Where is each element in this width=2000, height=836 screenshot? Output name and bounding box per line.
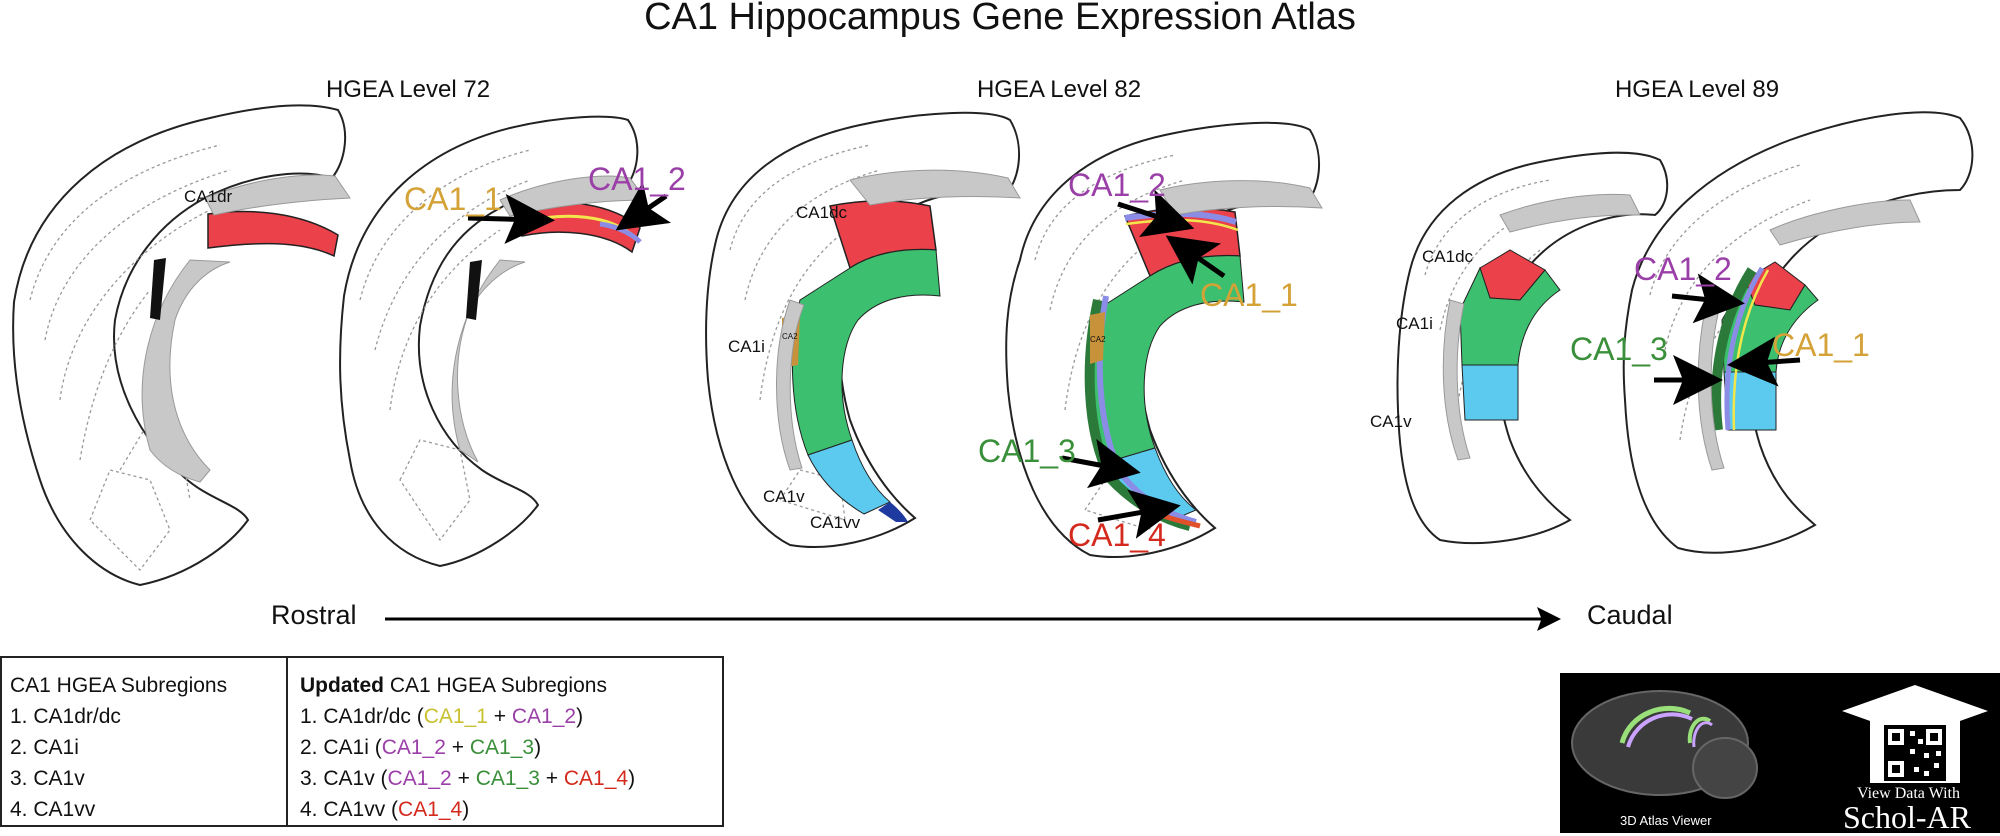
schol-ar-panel[interactable]: 3D Atlas Viewer View Data With Schol-AR [1560,673,2000,835]
legend-updated-heading-rest: CA1 HGEA Subregions [384,674,607,697]
legend-subfield-part: CA1_2 [511,705,577,728]
legend-subfield-part: CA1_1 [423,705,488,728]
label-ca1v-82: CA1v [763,487,805,506]
label-ca2-82-left: CA2 [782,332,798,341]
label-ca1v-89: CA1v [1370,412,1412,431]
legend-updated-item: 1. CA1dr/dc (CA1_1 + CA1_2) [300,705,584,728]
label-ca1dc-82: CA1dc [796,203,848,222]
legend-updated-heading: Updated CA1 HGEA Subregions [300,670,714,701]
level-89-label: HGEA Level 89 [1614,76,1780,103]
legend-subfield-part: CA1_3 [475,767,540,790]
label-ca1i-89: CA1i [1396,314,1433,333]
legend-updated-bold: Updated [300,674,384,697]
rostral-label: Rostral [271,600,357,630]
label-ca1-2-82: CA1_2 [1068,167,1166,203]
label-ca1vv-82: CA1vv [810,513,861,532]
ca1i-region [791,249,941,456]
viewer-label: 3D Atlas Viewer [1620,813,1712,828]
label-ca1-3-82: CA1_3 [978,433,1076,469]
label-ca1-3-89: CA1_3 [1570,331,1668,367]
label-ca1-4-82: CA1_4 [1068,517,1166,553]
ca1v-89 [1461,364,1519,421]
ca1-89-cyan [1723,371,1777,431]
ca1vv-region [878,502,908,522]
caudal-label: Caudal [1587,600,1673,630]
legend-old-column: CA1 HGEA Subregions 1. CA1dr/dc 2. CA1i … [2,658,288,825]
page-title: CA1 Hippocampus Gene Expression Atlas [644,0,1356,38]
ca1dr-region [207,210,339,258]
qr-graduation-cap-icon [1842,685,1988,783]
legend-updated-item: 2. CA1i (CA1_2 + CA1_3) [300,736,542,759]
ca1v-region [807,439,891,515]
label-ca1-2-89: CA1_2 [1634,251,1732,287]
section-72-left-internals [29,144,231,571]
section-72-right [339,115,639,568]
legend-subfield-part: CA1_2 [387,767,452,790]
legend-old-item: 3. CA1v [10,767,85,790]
label-ca1-1-82: CA1_1 [1200,277,1298,313]
subregion-legend-table: CA1 HGEA Subregions 1. CA1dr/dc 2. CA1i … [0,656,724,827]
gray-top-band [204,174,351,216]
level-72-label: HGEA Level 72 [325,76,491,103]
section-72-left [12,104,347,587]
legend-subfield-part: CA1_2 [381,736,446,759]
schol-ar-brand: Schol-AR [1843,799,1971,835]
label-ca1-1-72: CA1_1 [404,181,502,217]
label-ca1i-82: CA1i [728,337,765,356]
label-ca1dc-89: CA1dc [1422,247,1474,266]
label-ca2-82-right: CA2 [1090,335,1106,344]
legend-updated-column: Updated CA1 HGEA Subregions 1. CA1dr/dc … [288,658,722,825]
legend-subfield-part: CA1_4 [398,798,463,821]
brain-3d-thumbnail [1571,690,1758,799]
legend-updated-items: 1. CA1dr/dc (CA1_1 + CA1_2) 2. CA1i (CA1_… [300,701,714,825]
legend-old-item: 4. CA1vv [10,798,96,821]
legend-updated-item: 3. CA1v (CA1_2 + CA1_3 + CA1_4) [300,767,636,790]
label-ca1-1-89: CA1_1 [1772,327,1870,363]
label-ca1-2-72: CA1_2 [588,161,686,197]
gray-hippocampal-band [141,259,231,483]
legend-subfield-part: CA1_4 [563,767,629,790]
ca1i-89 [1459,266,1561,366]
label-ca1dr: CA1dr [184,187,233,206]
legend-subfield-part: CA1_3 [469,736,535,759]
black-ventricle [150,258,166,320]
annotation-arrows [467,181,1801,539]
level-82-label: HGEA Level 82 [976,76,1142,103]
legend-updated-item: 4. CA1vv (CA1_4) [300,798,470,821]
view-data-label: View Data With [1857,785,1960,802]
legend-old-item: 1. CA1dr/dc [10,705,121,728]
legend-old-heading: CA1 HGEA Subregions [10,674,228,697]
legend-old-item: 2. CA1i [10,736,79,759]
